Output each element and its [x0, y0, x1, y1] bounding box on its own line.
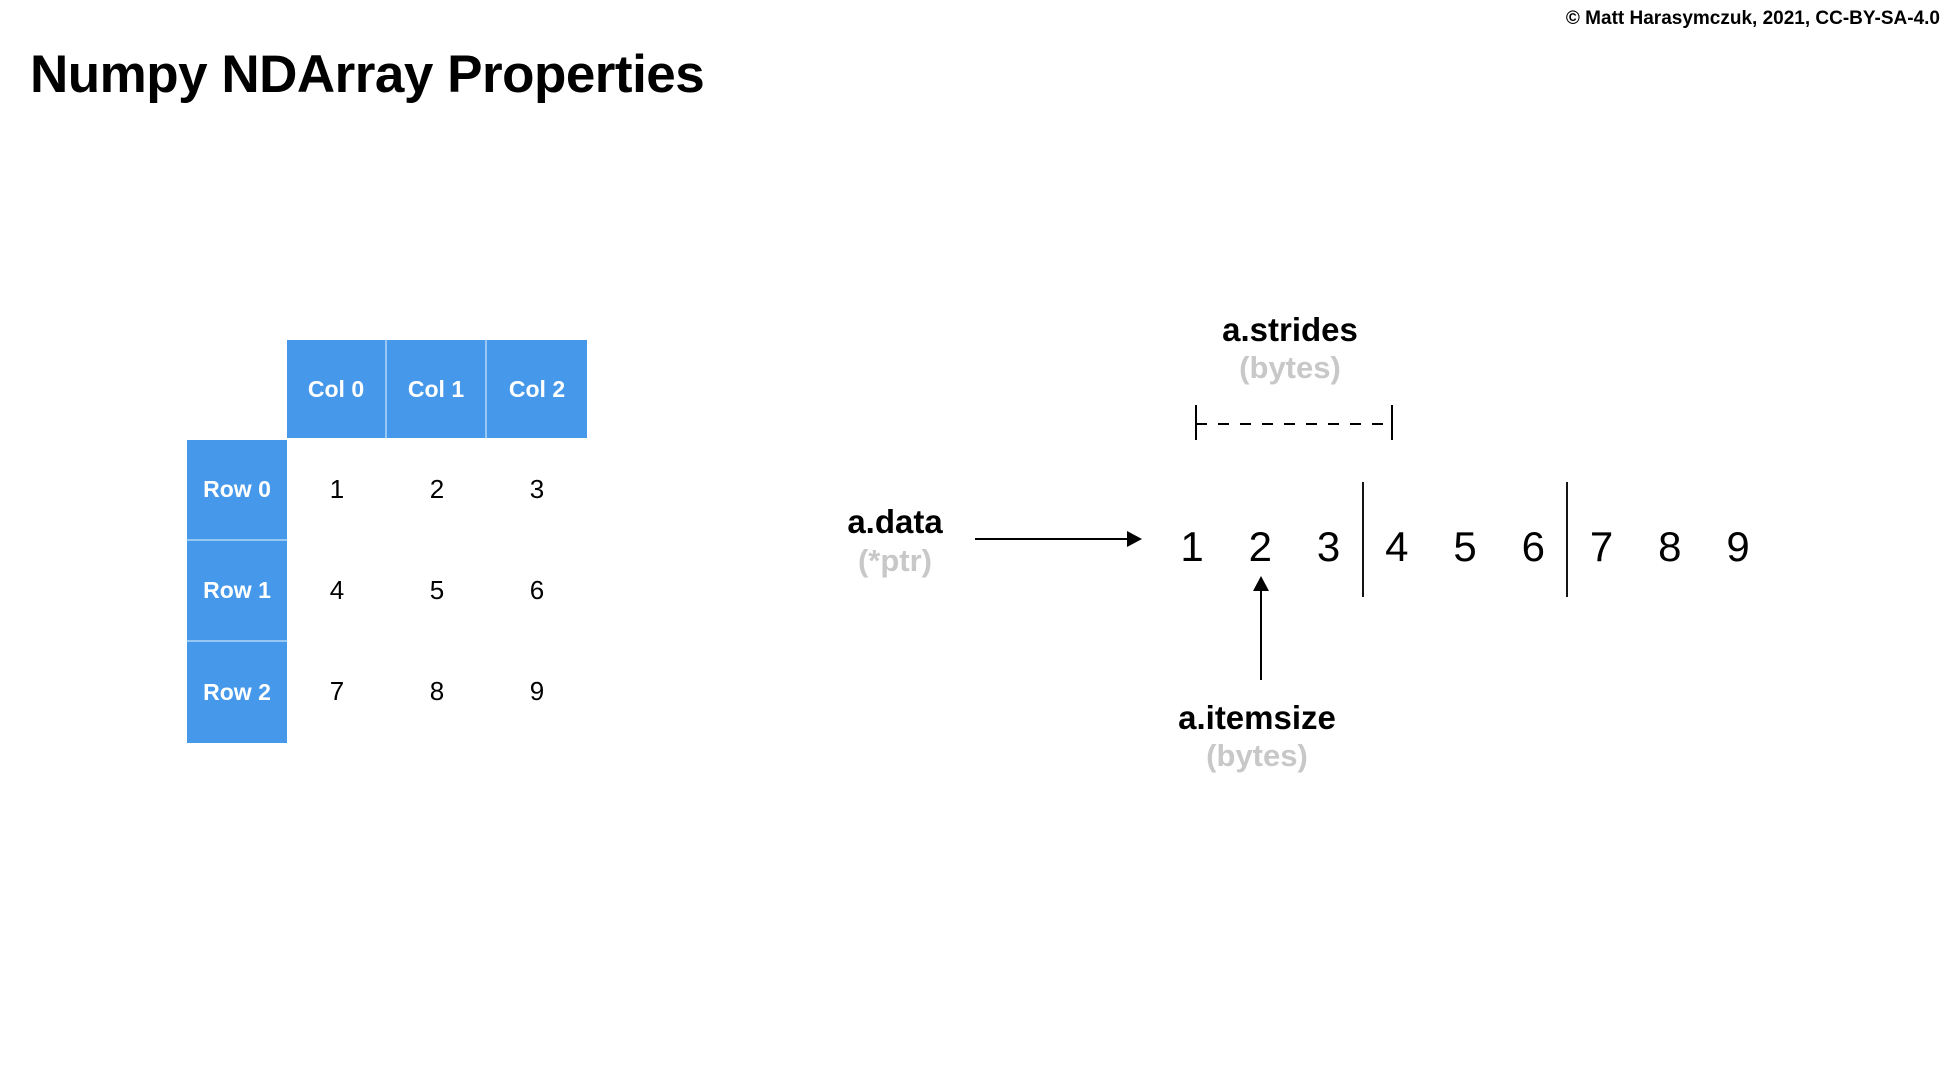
matrix-cell: 9	[529, 676, 545, 706]
strides-bracket-dash-line	[1196, 423, 1393, 425]
itemsize-arrow-head	[1253, 576, 1269, 591]
data-arrow-head	[1127, 531, 1142, 547]
copyright-notice: © Matt Harasymczuk, 2021, CC-BY-SA-4.0	[1565, 8, 1940, 29]
matrix-cell: 3	[529, 474, 545, 504]
data-label: a.data	[847, 503, 943, 540]
memory-cell: 9	[1726, 523, 1750, 570]
data-ptr-label: (*ptr)	[857, 543, 933, 578]
memory-cell: 4	[1385, 523, 1409, 570]
itemsize-unit-label: (bytes)	[1206, 738, 1308, 773]
col-header-cell: Col 1	[387, 340, 487, 438]
matrix-cell: 6	[529, 575, 545, 605]
col-header-cell: Col 2	[487, 340, 587, 438]
strides-label: a.strides	[1222, 311, 1358, 348]
matrix-cell: 2	[429, 474, 445, 504]
memory-cell: 1	[1180, 523, 1204, 570]
strides-bracket-right-tick	[1391, 405, 1393, 440]
strides-bracket-left-tick	[1195, 405, 1197, 440]
matrix-grid: 1 2 3 4 5 6 7 8 9	[287, 440, 587, 743]
matrix-cell: 5	[429, 575, 445, 605]
matrix-cell: 7	[329, 676, 345, 706]
matrix-cell: 8	[429, 676, 445, 706]
memory-cell: 7	[1589, 523, 1614, 570]
memory-cell: 8	[1658, 523, 1682, 570]
strides-unit-label: (bytes)	[1239, 350, 1341, 385]
matrix-cell: 4	[329, 575, 345, 605]
page-title: Numpy NDArray Properties	[30, 45, 705, 104]
memory-group-divider	[1361, 482, 1364, 597]
data-arrow-line	[975, 538, 1127, 540]
row-header-cell: Row 1	[187, 541, 287, 642]
memory-group-divider	[1566, 482, 1569, 597]
itemsize-arrow-line	[1260, 589, 1262, 680]
memory-cell: 6	[1521, 523, 1545, 570]
memory-cell: 3	[1316, 523, 1341, 570]
row-header-cell: Row 0	[187, 440, 287, 541]
matrix-cell: 1	[329, 474, 345, 504]
row-header-cell: Row 2	[187, 642, 287, 743]
memory-cell: 5	[1453, 523, 1477, 570]
memory-cell: 2	[1248, 523, 1272, 570]
itemsize-label: a.itemsize	[1178, 699, 1336, 736]
col-header-cell: Col 0	[287, 340, 387, 438]
